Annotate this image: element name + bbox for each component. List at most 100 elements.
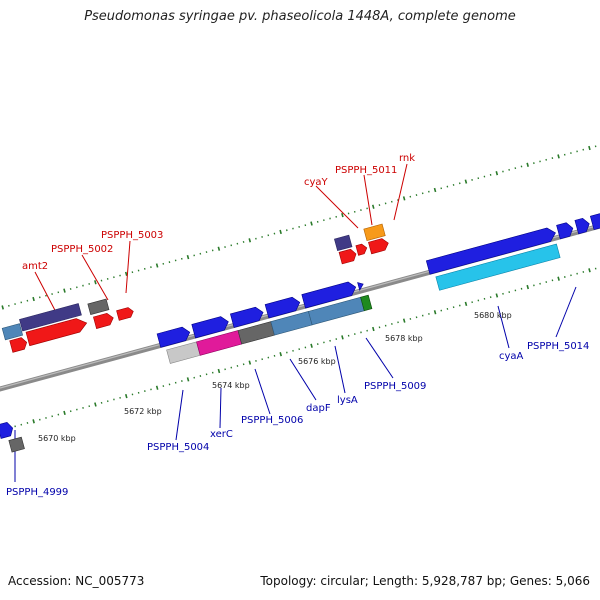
tick-mark (526, 284, 530, 290)
feature-cyaa-cyan[interactable] (435, 243, 561, 291)
label-pspph-5004[interactable]: PSPPH_5004 (147, 442, 209, 453)
tick-mark (94, 280, 97, 285)
leader-pspph-5011 (363, 174, 373, 226)
tick-mark (310, 221, 313, 226)
tick-mark (495, 293, 499, 298)
feature-pspph-5006-blue[interactable] (230, 306, 265, 328)
tick-mark (464, 179, 468, 184)
tick-mark (495, 171, 499, 176)
labels-top: amt2 PSPPH_5002 PSPPH_5003 cyaY PSPPH_50… (22, 153, 415, 272)
label-cyay[interactable]: cyaY (304, 177, 329, 188)
feature-dapf-blue[interactable] (264, 296, 301, 319)
tick-mark (279, 229, 282, 235)
leader-pspph-5006 (254, 368, 271, 415)
label-cyaa[interactable]: cyaA (499, 351, 524, 362)
feature-red-arrow-small-1[interactable] (9, 337, 29, 353)
label-pspph-5014[interactable]: PSPPH_5014 (527, 341, 589, 352)
feature-pspph-5014-blue-1[interactable] (556, 221, 575, 240)
feature-pspph-5002-grey[interactable] (87, 298, 110, 315)
tick-mark (372, 326, 375, 332)
feature-rnk-red[interactable] (368, 237, 389, 255)
feature-pspph-5003-red[interactable] (116, 307, 135, 321)
leader-pspph-5004 (175, 389, 184, 441)
label-rnk[interactable]: rnk (399, 153, 415, 164)
tick-mark (32, 419, 35, 424)
label-pspph-5006[interactable]: PSPPH_5006 (241, 415, 303, 426)
scale-label: 5674 kbp (212, 381, 250, 390)
leader-pspph-5002 (81, 254, 109, 301)
tick-mark (63, 288, 66, 293)
tick-mark (557, 154, 560, 159)
feature-pspph-5009-green[interactable] (360, 294, 373, 312)
leader-rnk (393, 163, 408, 221)
feature-lysa-blue[interactable] (301, 280, 358, 309)
label-pspph-5003[interactable]: PSPPH_5003 (101, 230, 163, 241)
feature-amt2-purple[interactable] (19, 303, 82, 332)
tick-mark (310, 343, 313, 348)
tick-mark (217, 246, 221, 251)
tick-mark (155, 385, 159, 390)
scale-label: 5678 kbp (385, 334, 423, 343)
leader-cyay (315, 185, 359, 229)
leader-pspph-5003 (125, 240, 131, 294)
label-amt2[interactable]: amt2 (22, 261, 48, 272)
tick-mark (402, 196, 406, 201)
scale-label: 5672 kbp (124, 407, 162, 416)
tick-mark (186, 377, 190, 382)
feature-rnk-orange[interactable] (363, 223, 386, 241)
feature-cyaa-blue[interactable] (425, 226, 557, 275)
feature-pspph-5011-red[interactable] (355, 243, 368, 256)
feature-cyay-red[interactable] (338, 248, 358, 265)
label-lysa[interactable]: lysA (337, 395, 358, 406)
accession-text: Accession: NC_005773 (8, 574, 145, 588)
tick-mark (557, 276, 560, 281)
label-xerc[interactable]: xerC (210, 429, 233, 440)
feature-amt2-steel[interactable] (1, 323, 24, 341)
tick-mark (63, 410, 66, 416)
scale-label: 5676 kbp (298, 357, 336, 366)
tick-mark (588, 268, 591, 273)
tick-mark (217, 368, 221, 374)
tick-mark (155, 263, 159, 268)
label-pspph-5011[interactable]: PSPPH_5011 (335, 165, 397, 176)
tick-mark (124, 393, 128, 399)
label-dapf[interactable]: dapF (306, 403, 331, 414)
leader-pspph-5014 (555, 286, 577, 338)
leader-amt2 (34, 271, 59, 317)
feature-pspph-4999-grey[interactable] (8, 436, 25, 453)
feature-pspph-5014-blue-2[interactable] (574, 217, 591, 235)
label-pspph-5002[interactable]: PSPPH_5002 (51, 244, 113, 255)
leader-xerc (219, 387, 222, 429)
feature-pspph-4999-blue[interactable] (0, 421, 15, 439)
tick-mark (124, 271, 128, 277)
tick-mark (433, 187, 437, 193)
tick-mark (588, 145, 591, 151)
genome-summary-text: Topology: circular; Length: 5,928,787 bp… (260, 574, 590, 588)
tick-mark (341, 335, 344, 340)
feature-pspph-5004-blue[interactable] (156, 326, 192, 348)
tick-mark (464, 301, 468, 306)
tick-mark (248, 360, 252, 365)
leader-lysa (334, 345, 346, 394)
label-pspph-5009[interactable]: PSPPH_5009 (364, 381, 426, 392)
feature-pspph-5004-lightgrey[interactable] (166, 341, 201, 364)
tick-mark (279, 352, 282, 357)
tick-mark (1, 305, 5, 310)
leader-cyaa (497, 305, 510, 349)
leader-dapf (289, 358, 317, 401)
feature-red-arrow-large[interactable] (25, 316, 89, 347)
tick-mark (32, 296, 35, 302)
scale-labels: 5670 kbp 5672 kbp 5674 kbp 5676 kbp 5678… (38, 311, 512, 443)
scale-label: 5670 kbp (38, 434, 76, 443)
tick-mark (371, 204, 375, 209)
labels-bottom: PSPPH_4999 PSPPH_5004 xerC PSPPH_5006 da… (6, 341, 589, 498)
feature-small-blue-arrow[interactable] (357, 281, 365, 292)
map-title: Pseudomonas syringae pv. phaseolicola 14… (84, 9, 516, 24)
label-pspph-4999[interactable]: PSPPH_4999 (6, 487, 68, 498)
feature-pspph-5002-red[interactable] (93, 312, 114, 329)
feature-cyay-purple[interactable] (334, 234, 353, 252)
tick-mark (526, 162, 529, 167)
tick-marks (1, 145, 597, 432)
tick-mark (341, 213, 344, 218)
feature-xerc-blue[interactable] (191, 315, 230, 339)
